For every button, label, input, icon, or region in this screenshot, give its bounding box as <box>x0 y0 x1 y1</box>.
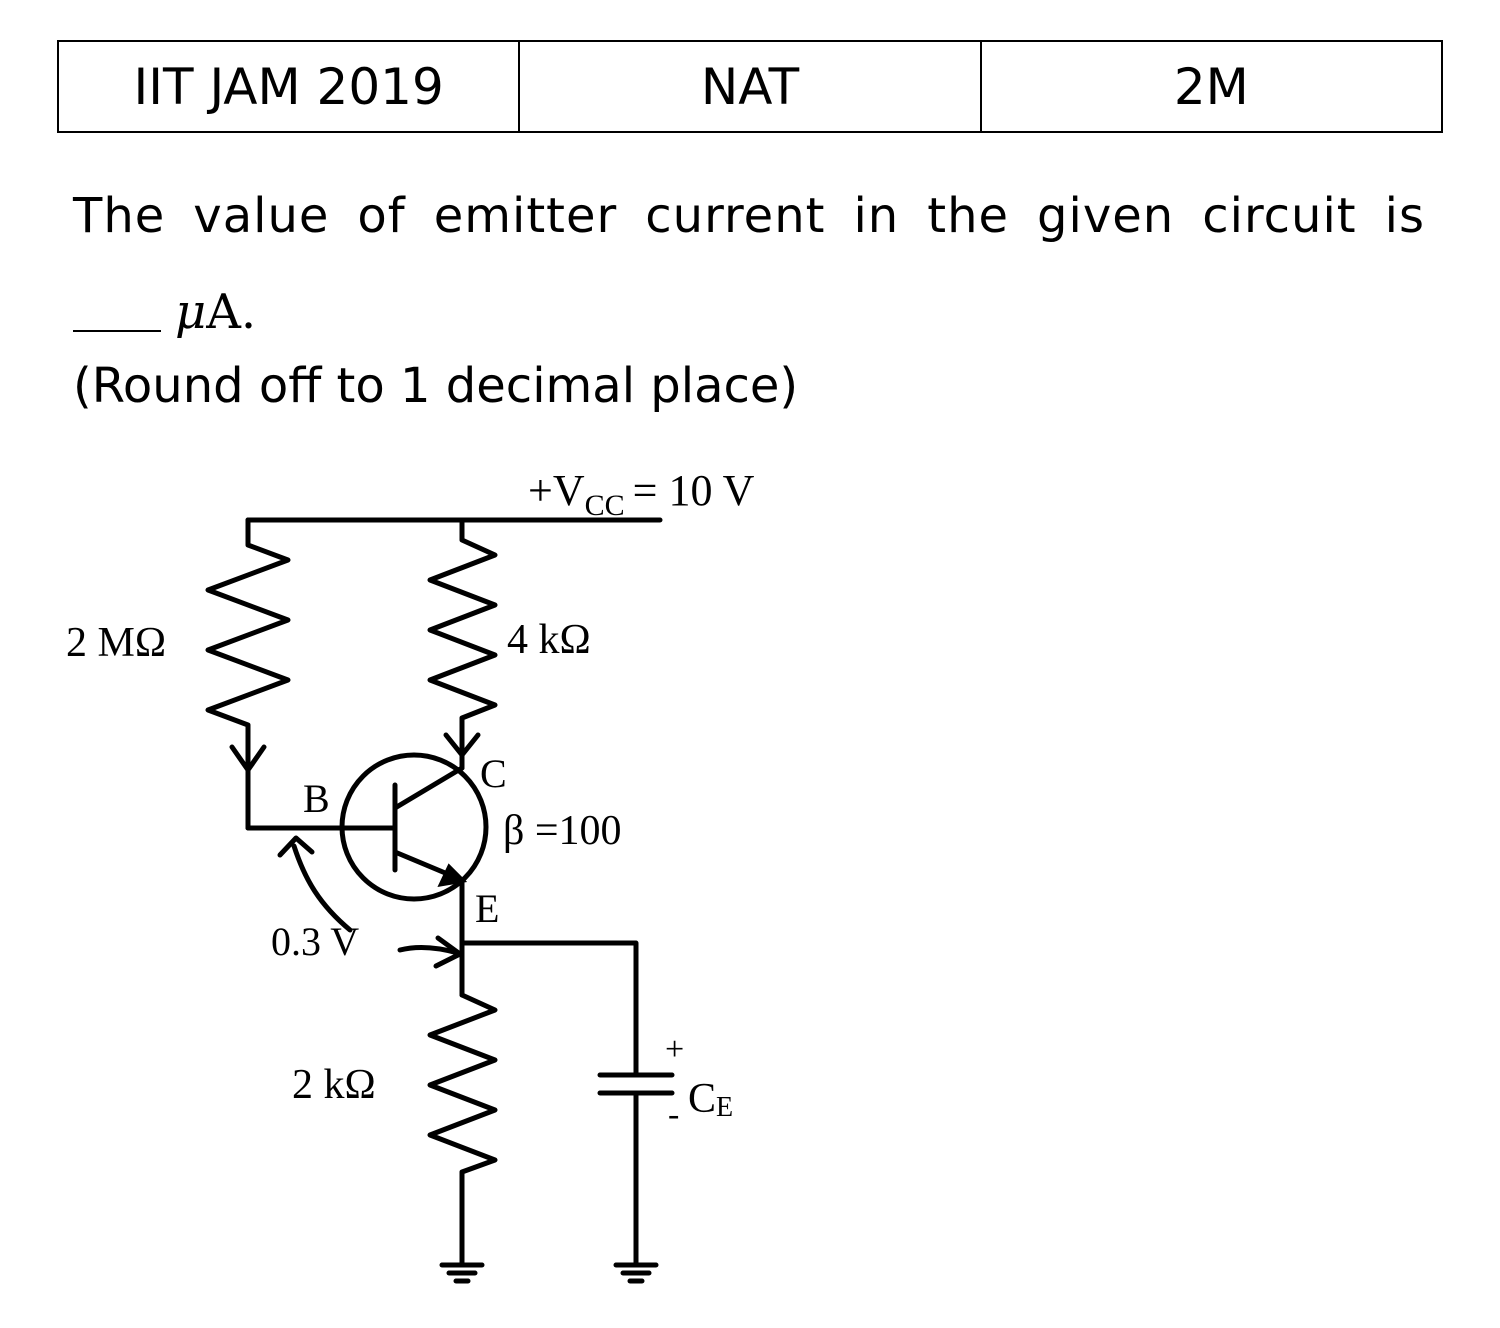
vbe-arc <box>291 843 353 933</box>
question-type-cell: NAT <box>518 40 982 133</box>
exam-cell: IIT JAM 2019 <box>56 40 521 133</box>
transistor-body <box>339 752 489 902</box>
transistor-collector-lead <box>392 765 465 811</box>
capacitor-plus: + <box>665 1031 684 1068</box>
capacitor-minus: - <box>668 1096 679 1133</box>
rounding-note: (Round off to 1 decimal place) <box>73 358 799 414</box>
answer-unit: μA. <box>175 284 256 340</box>
vcc-label: +VCC= 10 V <box>528 466 755 522</box>
base-current-arrow <box>229 744 267 773</box>
unit-mu: μ <box>175 284 207 340</box>
base-resistor <box>205 517 291 831</box>
marks-cell: 2M <box>979 40 1444 133</box>
question-text: The value of emitter current in the give… <box>73 168 1425 360</box>
header-table: IIT JAM 2019 NAT 2M <box>56 40 1444 133</box>
ground-icon <box>439 1262 485 1284</box>
emitter-label: E <box>475 886 499 931</box>
collector-resistor-label: 4 kΩ <box>507 617 591 663</box>
collector-current-arrow <box>443 732 481 758</box>
collector-resistor <box>427 517 498 771</box>
ground-icon <box>613 1262 659 1284</box>
base-label: B <box>303 776 330 821</box>
circuit-diagram: +VCC= 10 V 2 MΩ 4 kΩ B C E β =100 0.3 V … <box>66 466 755 1284</box>
emitter-arrowhead <box>437 863 468 887</box>
emitter-resistor-label: 2 kΩ <box>292 1062 376 1108</box>
vbe-label: 0.3 V <box>271 919 359 964</box>
answer-blank <box>73 330 161 332</box>
beta-label: β =100 <box>503 808 622 854</box>
collector-label: C <box>480 751 507 796</box>
question-body: The value of emitter current in the give… <box>73 188 1425 244</box>
unit-rest: A. <box>206 284 257 340</box>
base-resistor-label: 2 MΩ <box>66 620 166 666</box>
capacitor-label: CE <box>688 1076 733 1123</box>
emitter-to-capacitor-wire <box>459 940 639 1078</box>
vbe-arrow-top <box>277 835 315 858</box>
header-row: IIT JAM 2019 NAT 2M <box>56 40 1444 133</box>
emitter-resistor <box>427 992 498 1268</box>
